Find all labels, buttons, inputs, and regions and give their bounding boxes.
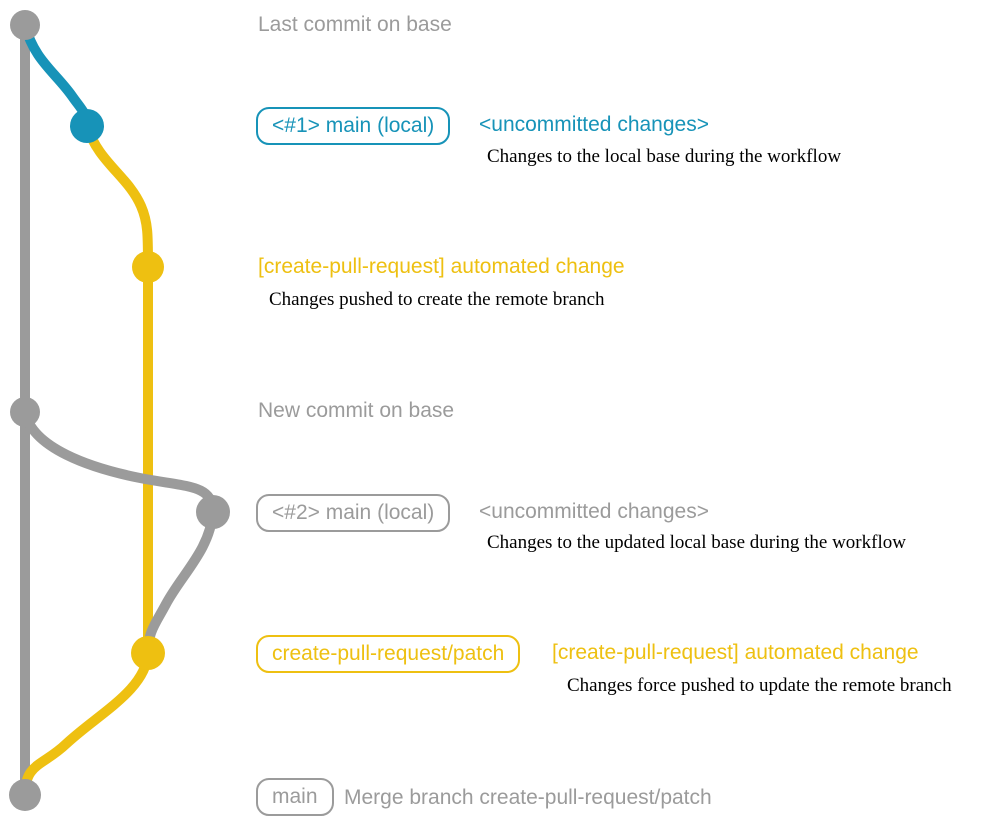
uncommitted-changes-desc-1: Changes to the local base during the wor… bbox=[487, 146, 842, 167]
commit-node-last-base bbox=[10, 10, 40, 40]
new-commit-label: New commit on base bbox=[258, 399, 455, 422]
branch-line-local-main-2-in bbox=[143, 507, 218, 658]
branch-badge-main-local-2: <#2> main (local) bbox=[256, 494, 451, 532]
commit-node-patch-1 bbox=[132, 251, 164, 283]
git-graph bbox=[9, 10, 230, 811]
automated-change-title-2: [create-pull-request] automated change bbox=[552, 641, 919, 664]
commit-node-local-2 bbox=[196, 495, 230, 529]
branch-badge-main-local-1: <#1> main (local) bbox=[256, 107, 451, 145]
commit-node-local-1 bbox=[70, 109, 104, 143]
automated-change-desc-2: Changes force pushed to update the remot… bbox=[567, 675, 952, 696]
automated-change-title-1: [create-pull-request] automated change bbox=[258, 255, 625, 278]
branch-line-patch bbox=[82, 121, 153, 658]
merge-commit-label: Merge branch create-pull-request/patch bbox=[344, 786, 712, 809]
commit-node-merge bbox=[9, 779, 41, 811]
automated-change-desc-1: Changes pushed to create the remote bran… bbox=[269, 289, 605, 310]
uncommitted-changes-title-2: <uncommitted changes> bbox=[479, 500, 709, 523]
commit-node-new-base bbox=[10, 397, 40, 427]
branch-badge-main: main bbox=[256, 778, 334, 816]
uncommitted-changes-title-1: <uncommitted changes> bbox=[479, 113, 709, 136]
branch-line-merge bbox=[20, 648, 153, 800]
commit-node-patch-2 bbox=[131, 636, 165, 670]
branch-line-local-main-2-out bbox=[20, 407, 218, 517]
uncommitted-changes-desc-2: Changes to the updated local base during… bbox=[487, 532, 906, 553]
last-commit-label: Last commit on base bbox=[258, 13, 452, 36]
branch-badge-patch: create-pull-request/patch bbox=[256, 635, 521, 673]
branch-line-local-main bbox=[20, 20, 92, 131]
